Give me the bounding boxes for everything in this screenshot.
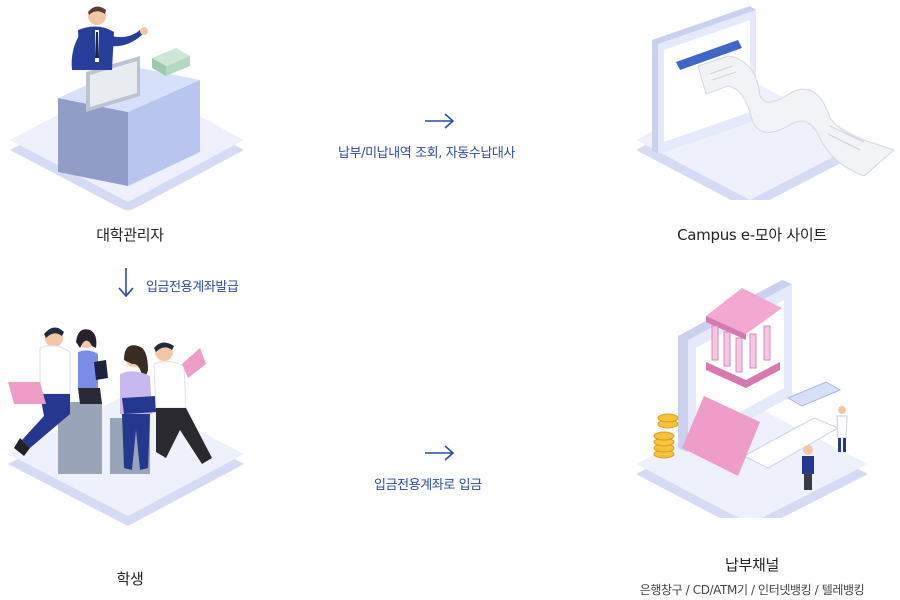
campus-label: Campus e-모아 사이트 <box>677 226 827 244</box>
card-icon <box>682 396 760 476</box>
arrow-right-icon <box>425 445 455 461</box>
channel-label: 납부채널 <box>724 556 779 574</box>
flow-admin-to-student-text: 입금전용계좌발급 <box>146 280 239 295</box>
channel-sublabel: 은행창구 / CD/ATM기 / 인터넷뱅킹 / 텔레뱅킹 <box>639 583 865 597</box>
admin-illustration <box>10 6 244 210</box>
campus-illustration <box>636 6 895 200</box>
student-label: 학생 <box>116 570 144 588</box>
student-illustration <box>8 327 244 526</box>
admin-label: 대학관리자 <box>96 226 164 244</box>
flow-admin-to-campus-text: 납부/미납내역 조회, 자동수납대사 <box>338 146 516 161</box>
arrow-right-icon <box>425 113 455 129</box>
receipt-paper <box>697 55 895 177</box>
channel-illustration <box>636 280 868 518</box>
arrow-down-icon <box>118 268 134 298</box>
bank-icon <box>706 288 782 334</box>
laptop-icon <box>8 382 46 404</box>
flow-student-to-channel-text: 입금전용계좌로 입금 <box>374 478 482 493</box>
